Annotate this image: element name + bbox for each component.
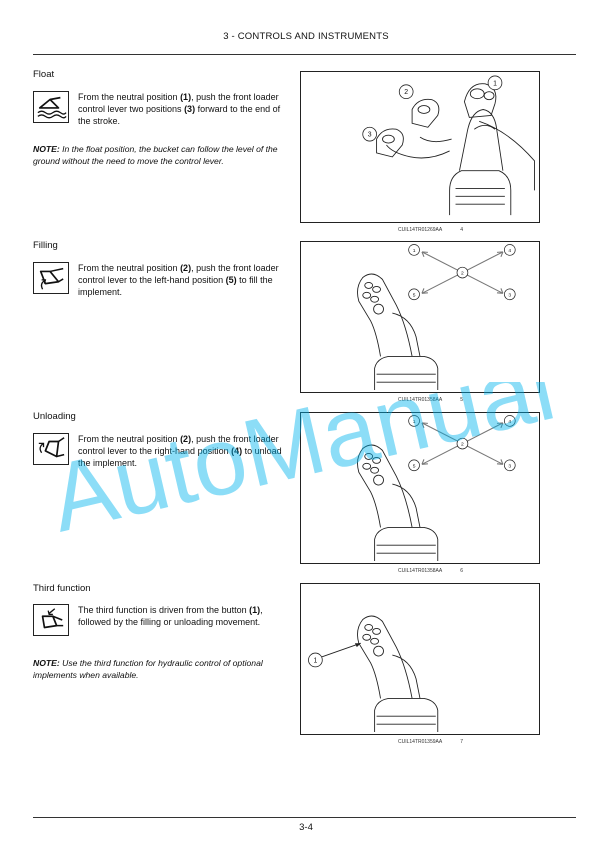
callout-1 bbox=[487, 75, 503, 91]
callout-2 bbox=[456, 266, 469, 279]
callout-label-2: 2 bbox=[404, 89, 408, 96]
callout-label-4: 4 bbox=[508, 248, 511, 254]
note-third-function: NOTE: Use the third function for hydraul… bbox=[33, 658, 263, 680]
note-float: NOTE: In the float position, the bucket … bbox=[33, 144, 278, 166]
callout-label-3: 3 bbox=[508, 463, 511, 469]
callout-3 bbox=[504, 459, 516, 472]
callout-label-3: 3 bbox=[508, 292, 511, 298]
callout-label-1: 1 bbox=[413, 419, 416, 425]
callout-label-4: 4 bbox=[508, 419, 511, 425]
callout-label-1: 1 bbox=[493, 80, 497, 87]
figure-third-function-lever: 1 bbox=[300, 583, 540, 735]
callout-label-2: 2 bbox=[461, 271, 464, 277]
section-text-float: From the neutral position (1), push the … bbox=[78, 92, 281, 126]
callout-label-1: 1 bbox=[313, 657, 317, 664]
section-title-third-function: Third function bbox=[33, 583, 91, 594]
callout-1 bbox=[408, 415, 420, 427]
section-title-filling: Filling bbox=[33, 240, 58, 251]
callout-2 bbox=[456, 437, 469, 450]
figure-unloading-lever: 1 2 3 4 5 bbox=[300, 412, 540, 564]
page-number: 3-4 bbox=[299, 822, 313, 833]
callout-5 bbox=[408, 459, 420, 472]
section-title-unloading: Unloading bbox=[33, 411, 76, 422]
callout-label-5: 5 bbox=[413, 292, 416, 298]
callout-label-3: 3 bbox=[368, 132, 372, 139]
callout-4 bbox=[504, 415, 516, 427]
section-text-unloading: From the neutral position (2), push the … bbox=[78, 434, 282, 468]
callout-4 bbox=[504, 244, 516, 256]
figure-float-lever: 1 2 3 bbox=[300, 71, 540, 223]
callout-3 bbox=[504, 288, 516, 301]
figure-filling-lever: 1 2 3 4 5 bbox=[300, 241, 540, 393]
callout-label-1: 1 bbox=[413, 248, 416, 254]
section-text-third-function: The third function is driven from the bu… bbox=[78, 605, 263, 627]
bucket-float-icon bbox=[33, 91, 69, 123]
page-header: 3 - CONTROLS AND INSTRUMENTS bbox=[223, 31, 389, 42]
callout-5 bbox=[408, 288, 420, 301]
header-rule bbox=[33, 54, 576, 55]
callout-1 bbox=[408, 244, 420, 256]
third-function-icon bbox=[33, 604, 69, 636]
callout-label-2: 2 bbox=[461, 442, 464, 448]
bucket-fill-icon bbox=[33, 262, 69, 294]
callout-1 bbox=[308, 652, 323, 668]
callout-2 bbox=[398, 84, 414, 100]
section-text-filling: From the neutral position (2), push the … bbox=[78, 263, 279, 297]
callout-label-5: 5 bbox=[413, 463, 416, 469]
callout-3 bbox=[362, 126, 377, 142]
footer-rule bbox=[33, 817, 576, 818]
bucket-unload-icon bbox=[33, 433, 69, 465]
section-title-float: Float bbox=[33, 69, 55, 80]
